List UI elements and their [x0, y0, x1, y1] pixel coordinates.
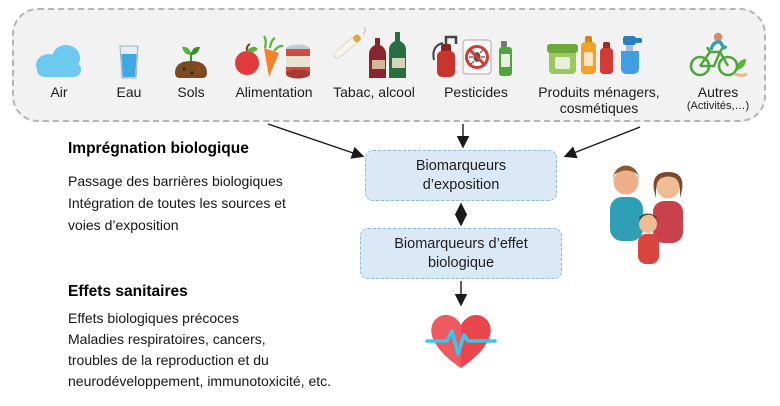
- arrow-sources-left-to-exposure: [267, 123, 365, 159]
- source-item-pesticides: Pesticides: [428, 22, 524, 100]
- family-icon: [598, 160, 698, 271]
- effets-sanitaires-text: Effets biologiques précoces Maladies res…: [68, 308, 331, 392]
- impregnation-text: Passage des barrières biologiques Intégr…: [68, 170, 286, 236]
- source-label-eau: Eau: [116, 84, 142, 100]
- source-item-autres: Autres (Activités,…): [672, 22, 764, 113]
- household-products-icon: [532, 22, 666, 80]
- biomarkers-effect-box: Biomarqueurs d’effet biologique: [360, 228, 562, 279]
- arrow-sources-right-to-exposure: [563, 126, 641, 159]
- impregnation-line2: Intégration de toutes les sources et: [68, 195, 286, 211]
- effets-line4: neurodéveloppement, immunotoxicité, etc.: [68, 373, 332, 389]
- source-label-autres: Autres: [697, 84, 739, 100]
- source-item-tabac-alcool: Tabac, alcool: [326, 22, 422, 100]
- effets-line1: Effets biologiques précoces: [68, 310, 239, 326]
- biomarkers-exposure-line1: Biomarqueurs: [415, 157, 507, 174]
- source-label-sols: Sols: [177, 84, 205, 100]
- cyclist-icon: [672, 22, 764, 80]
- impregnation-line3: voies d’exposition: [68, 217, 179, 233]
- heart-ecg-icon: [425, 308, 497, 377]
- source-item-produits-menagers: Produits ménagers, cosmétiques: [532, 22, 666, 116]
- effets-line2: Maladies respiratoires, cancers,: [68, 331, 266, 347]
- effets-sanitaires-title: Effets sanitaires: [68, 283, 188, 300]
- food-icon: [224, 22, 324, 80]
- source-label-alimentation: Alimentation: [235, 84, 313, 100]
- source-label-tabac-alcool: Tabac, alcool: [333, 84, 415, 100]
- impregnation-title: Imprégnation biologique: [68, 140, 249, 157]
- biomarkers-effect-line2: biologique: [427, 254, 495, 271]
- exposure-sources-panel: Air Eau: [12, 8, 766, 122]
- soil-plant-icon: [160, 22, 222, 80]
- source-label-produits-menagers: Produits ménagers, cosmétiques: [538, 84, 660, 116]
- source-label-air: Air: [50, 84, 68, 100]
- source-sublabel-autres: (Activités,…): [686, 100, 750, 112]
- biomarkers-exposure-box: Biomarqueurs d’exposition: [365, 150, 557, 201]
- source-item-sols: Sols: [160, 22, 222, 100]
- tobacco-alcohol-icon: [326, 22, 422, 80]
- biomarkers-effect-line1: Biomarqueurs d’effet: [394, 235, 528, 252]
- impregnation-line1: Passage des barrières biologiques: [68, 173, 283, 189]
- source-item-eau: Eau: [100, 22, 158, 100]
- source-label-pesticides: Pesticides: [444, 84, 508, 100]
- source-item-air: Air: [22, 22, 96, 100]
- water-glass-icon: [100, 22, 158, 80]
- biomarkers-exposure-line2: d’exposition: [422, 176, 500, 193]
- effets-line3: troubles de la reproduction et du: [68, 352, 269, 368]
- pesticides-icon: [428, 22, 524, 80]
- cloud-icon: [22, 22, 96, 80]
- source-item-alimentation: Alimentation: [224, 22, 324, 100]
